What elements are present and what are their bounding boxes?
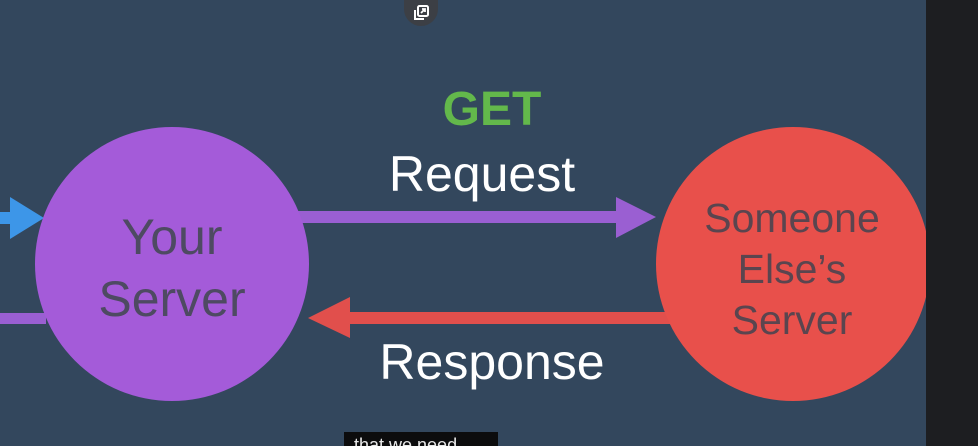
your-server-line-1: Your — [121, 209, 223, 265]
outgoing-left-line — [0, 313, 46, 324]
video-slide: Your Server Someone Else’s Server GET Re… — [0, 0, 926, 446]
request-arrow-shaft — [296, 211, 626, 223]
popout-icon — [414, 5, 429, 20]
else-server-label: Someone Else’s Server — [672, 193, 912, 346]
else-server-line-2: Else’s — [737, 246, 847, 292]
http-method-label: GET — [442, 83, 542, 136]
your-server-line-2: Server — [98, 271, 246, 327]
right-side-panel — [926, 0, 978, 446]
response-arrow-head — [308, 297, 350, 338]
request-arrow-head — [616, 197, 656, 238]
response-arrow-shaft — [344, 312, 674, 324]
response-label: Response — [379, 334, 605, 390]
diagram-canvas — [0, 127, 926, 401]
subtitle-caption: that we need — [344, 432, 498, 446]
else-server-line-1: Someone — [704, 195, 880, 241]
your-server-label: Your Server — [52, 206, 292, 330]
else-server-circle — [656, 127, 926, 401]
else-server-line-3: Server — [731, 297, 853, 343]
request-label: Request — [388, 146, 576, 202]
popout-button[interactable] — [404, 0, 438, 26]
your-server-circle — [35, 127, 309, 401]
incoming-arrow-head — [10, 197, 44, 239]
